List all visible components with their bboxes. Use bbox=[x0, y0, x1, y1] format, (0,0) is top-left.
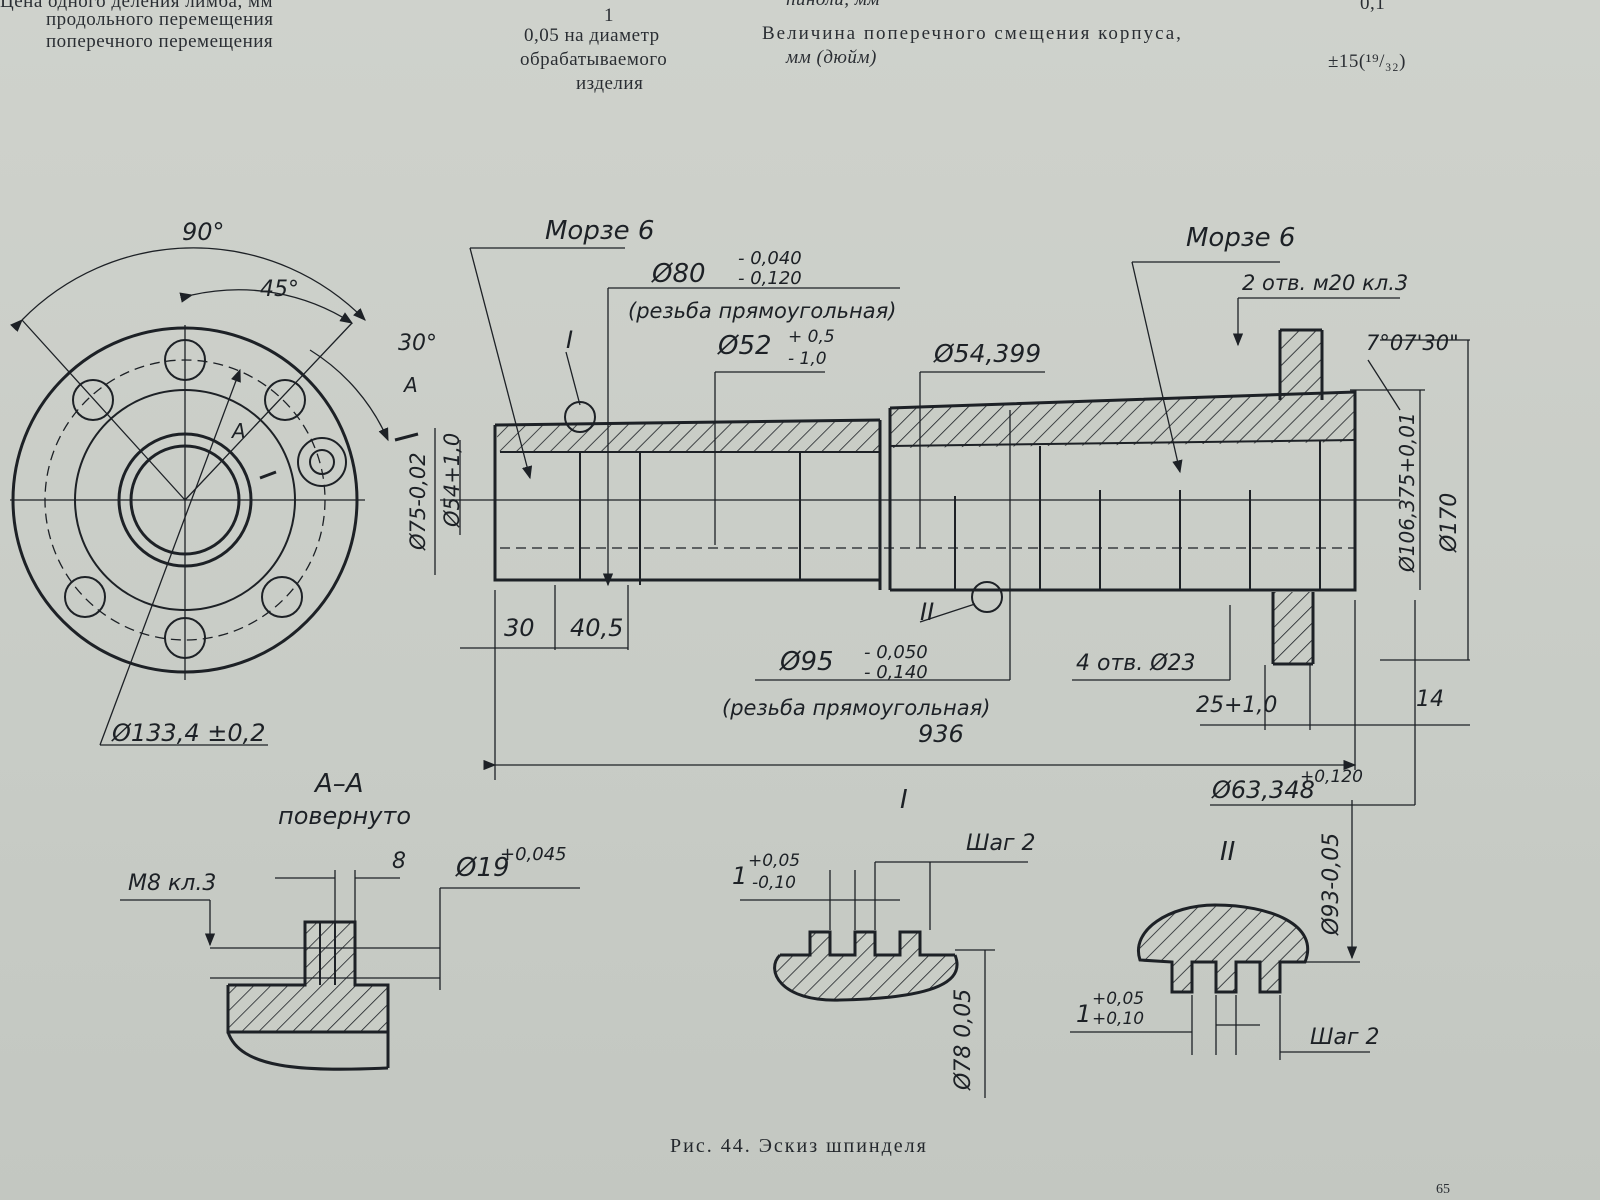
spindle-longitudinal-section bbox=[434, 247, 1470, 806]
dia54-label: Ø54+1,0 bbox=[440, 433, 464, 528]
figure-caption: Рис. 44. Эскиз шпинделя bbox=[670, 1135, 928, 1157]
dia75-label: Ø75-0,02 bbox=[406, 452, 430, 551]
dim-936-label: 936 bbox=[918, 720, 964, 748]
header-col1-line1: Цена одного деления лимба, мм bbox=[0, 0, 274, 12]
header-col1-line3: поперечного перемещения bbox=[46, 31, 274, 52]
thread-note-top: (резьба прямоугольная) bbox=[628, 299, 896, 323]
dia19-label: Ø19 bbox=[455, 853, 510, 883]
header-col2-line3: обрабатываемого bbox=[520, 49, 668, 70]
pcd-label: Ø133,4 ±0,2 bbox=[111, 719, 266, 747]
header-col3-line3: мм (дюйм) bbox=[786, 47, 877, 68]
dia95-label: Ø95 bbox=[779, 647, 834, 677]
detail-ii-dim1-tol-lower: +0,10 bbox=[1092, 1009, 1144, 1029]
dia54-399-label: Ø54,399 bbox=[933, 339, 1041, 368]
dia52-label: Ø52 bbox=[717, 331, 772, 361]
angle-45-label: 45° bbox=[260, 277, 299, 302]
detail-i-dim1-tol-lower: -0,10 bbox=[752, 873, 796, 893]
m8-label: М8 кл.3 bbox=[128, 871, 216, 896]
flange-end-view bbox=[10, 247, 419, 746]
angle-90-label: 90° bbox=[182, 218, 225, 246]
bolt-holes bbox=[64, 339, 347, 659]
dia80-tol-lower: - 0,120 bbox=[738, 268, 802, 289]
header-col2-line4: изделия bbox=[576, 73, 644, 94]
detail-i-pitch: Шаг 2 bbox=[966, 831, 1036, 856]
dia19-tol: +0,045 bbox=[500, 844, 567, 865]
detail-ii-view bbox=[1070, 800, 1370, 1060]
header-col2-line1: 1 bbox=[604, 5, 614, 26]
detail-i-dia78: Ø78 0,05 bbox=[951, 989, 976, 1091]
header-col2-line2: 0,05 на диаметр bbox=[524, 25, 660, 46]
detail-ii-callout: II bbox=[920, 598, 934, 626]
detail-ii-dim1: 1 bbox=[1076, 1000, 1091, 1028]
morse-right-label: Морзе 6 bbox=[1186, 223, 1295, 253]
taper-angle-label: 7°07'30" bbox=[1366, 331, 1459, 355]
detail-i-dim1: 1 bbox=[732, 862, 747, 890]
detail-ii-dia93: Ø93-0,05 bbox=[1319, 833, 1344, 936]
detail-i-callout: I bbox=[566, 326, 573, 354]
dim-40-5-label: 40,5 bbox=[570, 614, 623, 642]
holes-23-label: 4 отв. Ø23 bbox=[1076, 651, 1196, 676]
dim-14-label: 14 bbox=[1416, 687, 1444, 712]
angle-30-label: 30° bbox=[398, 331, 437, 356]
header-col4-line2: ±15(¹⁹/₃₂) bbox=[1328, 51, 1406, 72]
dim-8-label: 8 bbox=[392, 849, 406, 874]
dim-30-label: 30 bbox=[504, 614, 535, 642]
morse-left-label: Морзе 6 bbox=[545, 216, 654, 246]
dia52-tol-upper: + 0,5 bbox=[788, 327, 835, 347]
dia170-label: Ø170 bbox=[1437, 493, 1462, 553]
dia80-label: Ø80 bbox=[651, 259, 706, 289]
dim-25-label: 25+1,0 bbox=[1196, 693, 1277, 718]
dia63-label: Ø63,348 bbox=[1211, 776, 1315, 804]
section-aa-subtitle: повернуто bbox=[278, 802, 411, 830]
dia52-tol-lower: - 1,0 bbox=[788, 349, 827, 369]
dia95-tol-upper: - 0,050 bbox=[864, 642, 928, 663]
page-number: 65 bbox=[1436, 1182, 1450, 1197]
header-col3-line2: Величина поперечного смещения корпуса, bbox=[762, 23, 1183, 44]
section-mark-a-inner: A bbox=[230, 419, 246, 443]
section-a-a-view bbox=[120, 870, 580, 1071]
thread-note-bottom: (резьба прямоугольная) bbox=[722, 696, 990, 720]
detail-ii-title: II bbox=[1220, 837, 1235, 867]
section-aa-title: А–А bbox=[313, 769, 364, 799]
dia95-tol-lower: - 0,140 bbox=[864, 662, 928, 683]
detail-i-dim1-tol-upper: +0,05 bbox=[748, 851, 800, 871]
header-col1-line2: продольного перемещения bbox=[46, 9, 274, 30]
dia80-tol-upper: - 0,040 bbox=[738, 248, 802, 269]
section-mark-a-outer: A bbox=[402, 373, 418, 397]
header-col3-line1: пиноли, мм bbox=[786, 0, 880, 12]
detail-ii-pitch: Шаг 2 bbox=[1310, 1025, 1380, 1050]
detail-i-view bbox=[740, 861, 1028, 1098]
detail-i-title: I bbox=[900, 785, 908, 815]
header-col4-line1: 0,1 bbox=[1360, 0, 1386, 14]
dia106-label: Ø106,375+0,01 bbox=[1395, 412, 1419, 573]
dia63-tol: +0,120 bbox=[1300, 767, 1363, 787]
detail-ii-dim1-tol-upper: +0,05 bbox=[1092, 989, 1144, 1009]
holes-m20-label: 2 отв. м20 кл.3 bbox=[1242, 271, 1408, 295]
